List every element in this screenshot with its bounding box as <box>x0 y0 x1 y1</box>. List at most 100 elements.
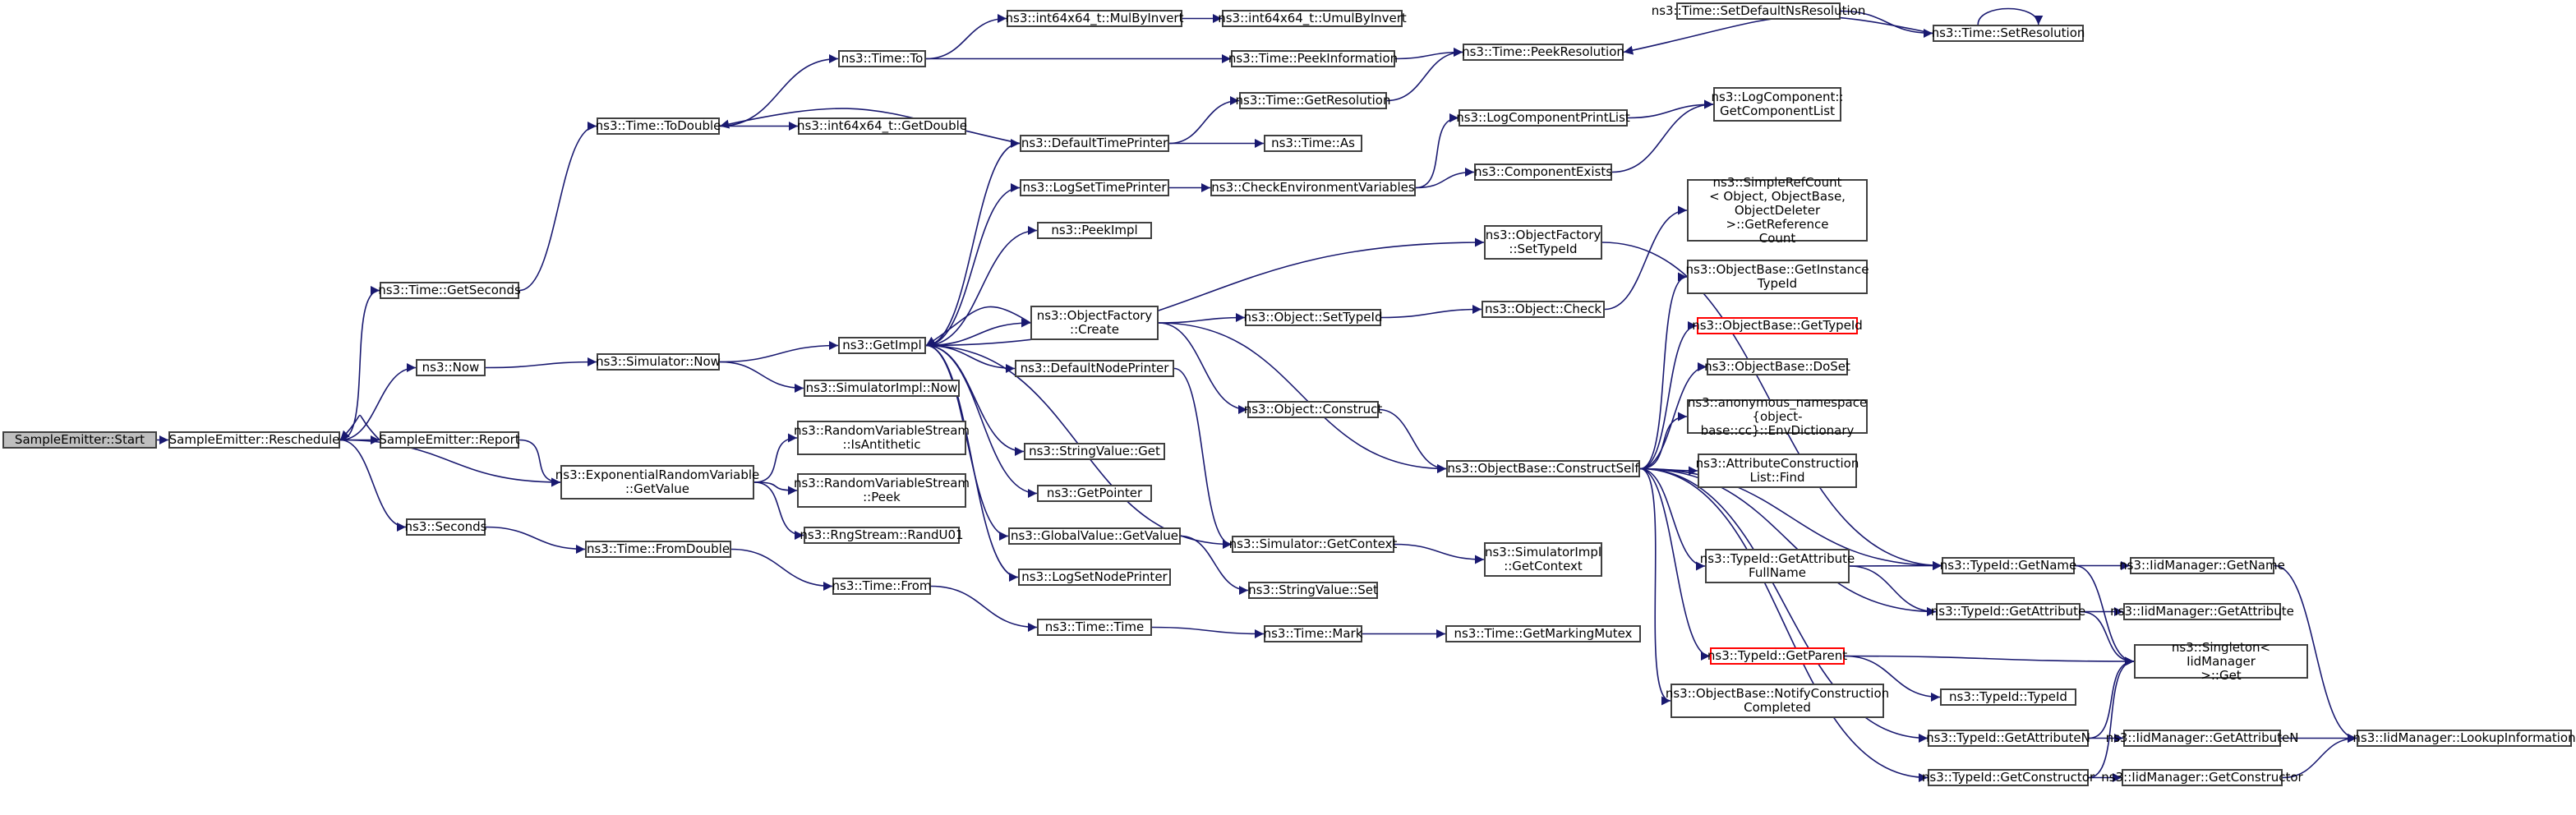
graph-node-ns3-globalvalue-getvalue[interactable]: ns3::GlobalValue::GetValue <box>1008 527 1181 545</box>
graph-node-ns3-time-to[interactable]: ns3::Time::To <box>838 50 926 67</box>
graph-node-ns3-iidmanager-lookupinformation[interactable]: ns3::IidManager::LookupInformation <box>2353 730 2576 747</box>
graph-node-ns3-typeid-getconstructor[interactable]: ns3::TypeId::GetConstructor <box>1921 769 2095 786</box>
graph-node-ns3-typeid-getattributen[interactable]: ns3::TypeId::GetAttributeN <box>1926 730 2090 747</box>
graph-node-ns3-randomvariablestream-isantithetic[interactable]: ns3::RandomVariableStream ::IsAntithetic <box>794 421 970 455</box>
graph-node-ns3-stringvalue-get[interactable]: ns3::StringValue::Get <box>1024 443 1165 460</box>
edge-n3-n8 <box>485 357 597 369</box>
graph-node-ns3-stringvalue-set[interactable]: ns3::StringValue::Set <box>1248 582 1378 599</box>
graph-node-ns3-time-peekresolution[interactable]: ns3::Time::PeekResolution <box>1462 44 1624 61</box>
edge-n23-n36 <box>1173 367 1233 550</box>
graph-node-ns3-objectfactory-create[interactable]: ns3::ObjectFactory ::Create <box>1030 306 1159 340</box>
graph-node-ns3-singleton-iidmanager-get[interactable]: ns3::Singleton< IidManager >::Get <box>2134 640 2308 682</box>
edge-n33-n39 <box>1415 113 1459 189</box>
graph-node-ns3-simulator-now[interactable]: ns3::Simulator::Now <box>596 353 721 371</box>
graph-node-ns3-rngstream-randu01[interactable]: ns3::RngStream::RandU01 <box>800 527 964 544</box>
edge-n19-n7 <box>719 108 1021 145</box>
graph-node-ns3-exponentialrandomvariable-getvalue[interactable]: ns3::ExponentialRandomVariable ::GetValu… <box>555 465 759 500</box>
edge-n56-n63 <box>1844 655 1941 702</box>
graph-node-ns3-time-getseconds[interactable]: ns3::Time::GetSeconds <box>378 282 521 299</box>
graph-node-ns3-typeid-getattribute[interactable]: ns3::TypeId::GetAttribute <box>1930 603 2086 620</box>
edge-n42-n49 <box>1604 205 1688 311</box>
graph-node-ns3-anonymous-namespace-object-base-cc-envdictionary[interactable]: ns3::anonymous_namespace {object-base::c… <box>1687 394 1868 438</box>
graph-node-ns3-getimpl[interactable]: ns3::GetImpl <box>838 337 926 354</box>
graph-node-ns3-time-time[interactable]: ns3::Time::Time <box>1037 619 1152 636</box>
graph-node-ns3-objectbase-constructself[interactable]: ns3::ObjectBase::ConstructSelf <box>1446 460 1640 477</box>
edge-n19-n31 <box>1168 95 1240 145</box>
edge-n9-n17 <box>730 548 833 592</box>
graph-node-ns3-objectfactory-settypeid[interactable]: ns3::ObjectFactory ::SetTypeId <box>1484 225 1602 260</box>
graph-node-ns3-iidmanager-getname[interactable]: ns3::IidManager::GetName <box>2119 557 2285 574</box>
edge-n61-n66 <box>2074 564 2135 666</box>
edge-n5-n14 <box>753 433 798 483</box>
graph-node-ns3-time-setdefaultnsresolution[interactable]: ns3::Time::SetDefaultNsResolution <box>1651 2 1866 20</box>
graph-node-ns3-time-from[interactable]: ns3::Time::From <box>832 578 932 595</box>
graph-node-ns3-typeid-getattribute-fullname[interactable]: ns3::TypeId::GetAttribute FullName <box>1700 549 1855 583</box>
edge-n12-n22 <box>925 318 1031 347</box>
graph-node-ns3-randomvariablestream-peek[interactable]: ns3::RandomVariableStream ::Peek <box>794 473 970 508</box>
edge-n62-n66 <box>2080 610 2135 666</box>
graph-node-ns3-componentexists[interactable]: ns3::ComponentExists <box>1473 163 1613 181</box>
graph-node-ns3-int64x64-t-mulbyinvert[interactable]: ns3::int64x64_t::MulByInvert <box>1005 10 1184 27</box>
graph-node-ns3-logsetnodeprinter[interactable]: ns3::LogSetNodePrinter <box>1018 569 1171 586</box>
graph-node-ns3-simulator-getcontext[interactable]: ns3::Simulator::GetContext <box>1228 536 1398 553</box>
graph-node-ns3-iidmanager-getattributen[interactable]: ns3::IidManager::GetAttributeN <box>2105 730 2299 747</box>
graph-node-ns3-time-getresolution[interactable]: ns3::Time::GetResolution <box>1235 92 1391 109</box>
graph-node-ns3-logcomponent-getcomponentlist[interactable]: ns3::LogComponent:: GetComponentList <box>1712 87 1843 122</box>
graph-node-ns3-objectbase-getinstance-typeid[interactable]: ns3::ObjectBase::GetInstance TypeId <box>1686 260 1869 294</box>
edge-n40-n48 <box>1611 99 1714 173</box>
edge-n22-n35 <box>1158 322 1248 415</box>
graph-node-ns3-checkenvironmentvariables[interactable]: ns3::CheckEnvironmentVariables <box>1210 179 1416 196</box>
edge-n43-n55 <box>1639 467 1706 571</box>
graph-node-sampleemitter-reschedule[interactable]: SampleEmitter::Reschedule <box>168 431 340 449</box>
graph-node-ns3-typeid-typeid[interactable]: ns3::TypeId::TypeId <box>1940 688 2076 706</box>
graph-node-ns3-now[interactable]: ns3::Now <box>416 359 486 376</box>
edge-n59-n66 <box>2088 656 2135 779</box>
graph-node-ns3-objectbase-gettypeid[interactable]: ns3::ObjectBase::GetTypeId <box>1692 317 1863 334</box>
edge-n43-n57 <box>1639 467 1671 706</box>
graph-node-ns3-simulatorimpl-now[interactable]: ns3::SimulatorImpl::Now <box>804 380 960 397</box>
edge-n1-n3 <box>339 362 417 441</box>
graph-node-ns3-object-settypeid[interactable]: ns3::Object::SetTypeId <box>1243 309 1383 326</box>
edge-n43-n53 <box>1639 412 1688 470</box>
graph-node-ns3-logsettimeprinter[interactable]: ns3::LogSetTimePrinter <box>1020 179 1169 196</box>
graph-node-sampleemitter-start: SampleEmitter::Start <box>2 431 157 449</box>
graph-node-ns3-seconds[interactable]: ns3::Seconds <box>404 518 487 536</box>
edge-n2-n7 <box>518 121 597 292</box>
graph-node-ns3-time-as[interactable]: ns3::Time::As <box>1264 135 1362 152</box>
graph-node-ns3-int64x64-t-umulbyinvert[interactable]: ns3::int64x64_t::UmulByInvert <box>1218 10 1407 27</box>
graph-node-ns3-defaultnodeprinter[interactable]: ns3::DefaultNodePrinter <box>1015 360 1174 377</box>
graph-node-ns3-iidmanager-getconstructor[interactable]: ns3::IidManager::GetConstructor <box>2101 769 2303 786</box>
graph-node-ns3-attributeconstruction-list-find[interactable]: ns3::AttributeConstruction List::Find <box>1696 454 1859 488</box>
edge-n68-n69 <box>2282 733 2357 779</box>
graph-node-ns3-time-setresolution[interactable]: ns3::Time::SetResolution <box>1931 25 2085 42</box>
graph-node-ns3-objectbase-notifyconstruction-completed[interactable]: ns3::ObjectBase::NotifyConstruction Comp… <box>1666 684 1889 718</box>
graph-node-ns3-objectbase-doset[interactable]: ns3::ObjectBase::DoSet <box>1704 358 1850 375</box>
edge-n12-n25 <box>925 344 1038 499</box>
graph-node-ns3-typeid-getname[interactable]: ns3::TypeId::GetName <box>1939 557 2077 574</box>
graph-node-ns3-iidmanager-getattribute[interactable]: ns3::IidManager::GetAttribute <box>2110 603 2294 620</box>
graph-node-ns3-peekimpl[interactable]: ns3::PeekImpl <box>1037 222 1152 239</box>
graph-node-ns3-object-check[interactable]: ns3::Object::Check <box>1482 301 1605 318</box>
graph-node-ns3-object-construct[interactable]: ns3::Object::Construct <box>1243 401 1383 418</box>
graph-node-ns3-time-todouble[interactable]: ns3::Time::ToDouble <box>595 117 721 135</box>
edge-n39-n48 <box>1627 99 1714 119</box>
graph-node-ns3-getpointer[interactable]: ns3::GetPointer <box>1037 485 1152 502</box>
edge-n56-n66 <box>1844 655 2135 666</box>
graph-node-ns3-int64x64-t-getdouble[interactable]: ns3::int64x64_t::GetDouble <box>797 117 967 135</box>
graph-node-ns3-simulatorimpl-getcontext[interactable]: ns3::SimulatorImpl ::GetContext <box>1484 542 1602 577</box>
edge-n1-n5 <box>339 439 561 487</box>
edge-n4-n1 <box>339 414 380 441</box>
graph-node-ns3-logcomponentprintlist[interactable]: ns3::LogComponentPrintList <box>1456 109 1630 127</box>
edge-n43-n52 <box>1639 361 1707 470</box>
edge-n43-n61 <box>1639 467 1942 571</box>
graph-node-sampleemitter-report[interactable]: SampleEmitter::Report <box>379 431 520 449</box>
graph-node-ns3-time-mark[interactable]: ns3::Time::Mark <box>1263 625 1363 642</box>
graph-node-ns3-time-fromdouble[interactable]: ns3::Time::FromDouble <box>585 541 731 558</box>
graph-node-ns3-defaulttimeprinter[interactable]: ns3::DefaultTimePrinter <box>1020 135 1169 152</box>
graph-node-ns3-time-peekinformation[interactable]: ns3::Time::PeekInformation <box>1228 50 1399 67</box>
graph-node-ns3-typeid-getparent[interactable]: ns3::TypeId::GetParent <box>1707 647 1848 665</box>
edge-n6-n9 <box>485 526 586 555</box>
graph-node-ns3-simplerefcount-object-objectbase-objectdeleter-getreference-count[interactable]: ns3::SimpleRefCount < Object, ObjectBase… <box>1687 175 1868 245</box>
graph-node-ns3-time-getmarkingmutex[interactable]: ns3::Time::GetMarkingMutex <box>1445 625 1641 642</box>
